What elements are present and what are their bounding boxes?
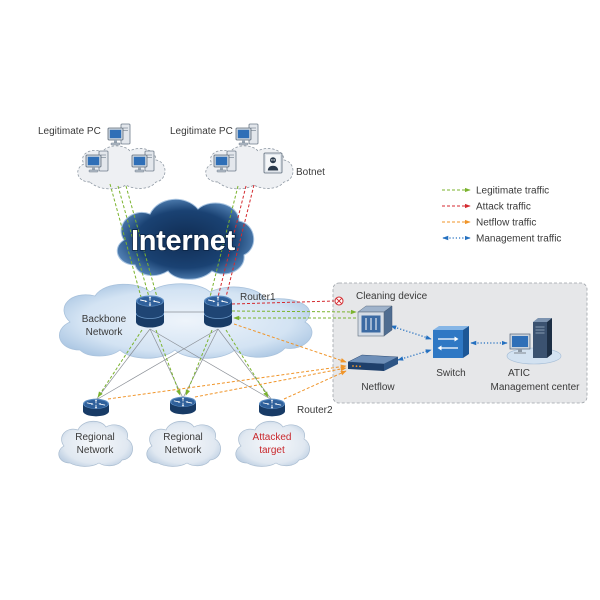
- netflow-traffic-line: [107, 364, 347, 400]
- regional-network-label: Network: [165, 445, 203, 456]
- router1-label: Router1: [240, 292, 276, 303]
- legend-item-management: Management traffic: [442, 234, 561, 245]
- switch-label: Switch: [436, 368, 465, 379]
- cleaning-device-label: Cleaning device: [356, 291, 428, 302]
- atic-label: Management center: [491, 382, 581, 393]
- pc-group-label: Legitimate PC: [170, 126, 233, 137]
- legitimate-traffic-line: [231, 309, 357, 315]
- legitimate-traffic-lines: [97, 183, 357, 398]
- atic-management-center-icon: [506, 318, 562, 365]
- pc-group-label: Legitimate PC: [38, 126, 101, 137]
- netflow-traffic-line: [194, 366, 347, 398]
- router1-icon: [204, 295, 232, 328]
- link-line: [217, 328, 273, 401]
- backbone-label: Network: [86, 327, 124, 338]
- netflow-traffic-line: [283, 370, 347, 400]
- blocked-icon: [334, 296, 344, 306]
- legitimate-traffic-line: [97, 329, 143, 398]
- legitimate-traffic-line: [209, 185, 239, 298]
- attacked-target-label: target: [259, 445, 285, 456]
- backbone-label: Backbone: [82, 314, 127, 325]
- legend-label: Management traffic: [476, 234, 561, 245]
- attacked-target-label: Attacked: [253, 432, 292, 443]
- regional-router-icon: [83, 398, 109, 417]
- legend: Legitimate traffic Attack traffic Netflo…: [442, 186, 561, 245]
- legitimate-traffic-line: [125, 185, 158, 298]
- netflow-label: Netflow: [361, 382, 395, 393]
- botnet-icon: [263, 152, 283, 174]
- atic-label: ATIC: [508, 368, 530, 379]
- regional-network-label: Regional: [75, 432, 114, 443]
- attack-traffic-line: [225, 184, 255, 298]
- attack-traffic-lines: [217, 184, 344, 306]
- link-line: [95, 328, 151, 401]
- legitimate-traffic-line: [155, 329, 181, 396]
- management-traffic-lines: [390, 325, 508, 361]
- legitimate-traffic-line: [109, 183, 142, 298]
- legitimate-traffic-line: [117, 185, 150, 298]
- attack-traffic-line: [217, 185, 247, 298]
- internet-label: Internet: [131, 225, 236, 257]
- regional-router-icon: [170, 396, 196, 415]
- regional-network-label: Regional: [163, 432, 202, 443]
- legitimate-traffic-line: [185, 329, 213, 396]
- link-line: [149, 328, 184, 399]
- backbone-router-icon: [136, 295, 164, 328]
- backbone-links: [95, 311, 273, 401]
- router2-label: Router2: [297, 405, 333, 416]
- netflow-device-icon: [347, 354, 399, 371]
- legend-label: Attack traffic: [476, 202, 531, 213]
- legend-item-legitimate: Legitimate traffic: [442, 186, 549, 197]
- cleaning-device-icon: [357, 305, 393, 337]
- attack-traffic-line: [231, 300, 335, 305]
- link-line: [95, 328, 219, 401]
- legend-item-attack: Attack traffic: [442, 202, 531, 213]
- netflow-traffic-lines: [107, 323, 347, 400]
- legitimate-traffic-line: [225, 329, 269, 398]
- legend-label: Netflow traffic: [476, 218, 536, 229]
- link-line: [149, 328, 273, 401]
- backbone-network-cloud: [59, 283, 313, 359]
- legend-label: Legitimate traffic: [476, 186, 549, 197]
- legend-item-netflow: Netflow traffic: [442, 218, 536, 229]
- link-line: [182, 328, 219, 399]
- router2-icon: [259, 398, 285, 417]
- management-traffic-line: [390, 325, 432, 340]
- switch-icon: [433, 326, 469, 358]
- regional-network-label: Network: [77, 445, 115, 456]
- botnet-label: Botnet: [296, 167, 325, 178]
